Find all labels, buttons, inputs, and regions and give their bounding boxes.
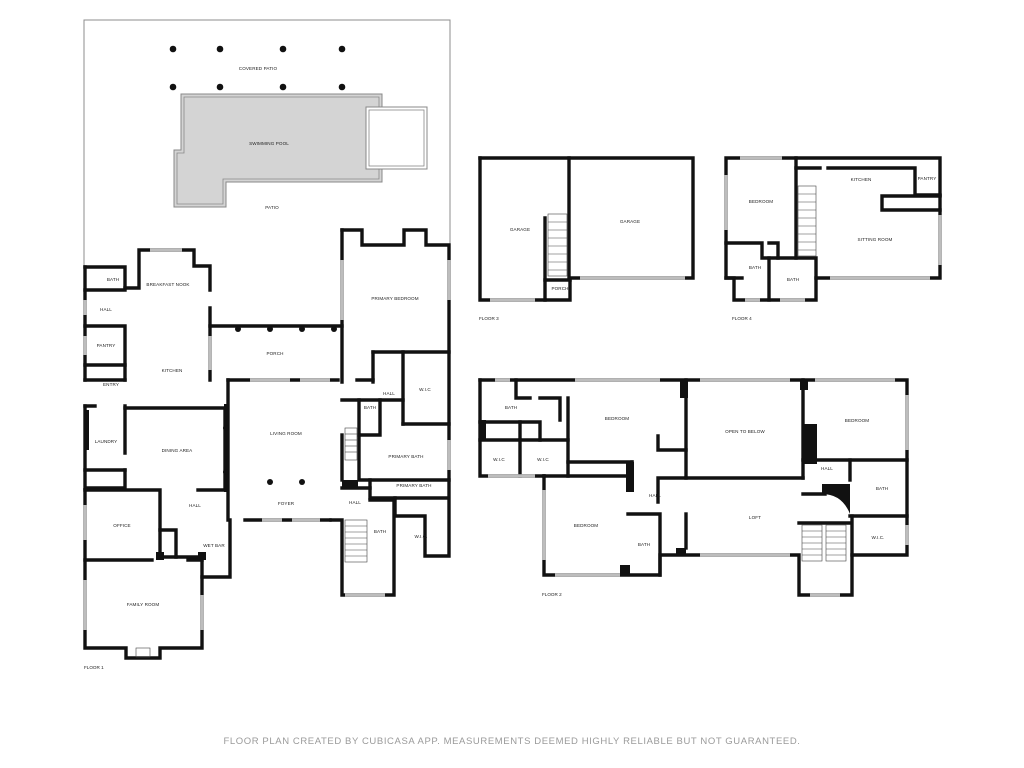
label-entry: ENTRY	[103, 382, 119, 387]
floor-4-label: FLOOR 4	[732, 316, 752, 321]
label-bath-f1: BATH	[107, 277, 119, 282]
label-swimming-pool: SWIMMING POOL	[249, 141, 289, 146]
label-hall-pantry: HALL	[100, 307, 112, 312]
label-patio: PATIO	[265, 205, 279, 210]
patio-outline	[83, 19, 451, 266]
label-bath-stair: BATH	[374, 529, 386, 534]
label-porch-f3: PORCH	[551, 286, 568, 291]
label-bath-bottom-f2: BATH	[638, 542, 650, 547]
label-breakfast-nook: BREAKFAST NOOK	[146, 282, 190, 287]
label-wic-left-f2: W.I.C	[493, 457, 505, 462]
label-hall-primary: HALL	[383, 391, 395, 396]
label-pantry: PANTRY	[97, 343, 116, 348]
floor-1-label: FLOOR 1	[84, 665, 104, 670]
label-bath-left-f4: BATH	[749, 265, 761, 270]
floor-1-windows	[83, 248, 451, 630]
label-pantry-f4: PANTRY	[918, 176, 937, 181]
label-wic-right-f2: W.I.C.	[871, 535, 884, 540]
label-hall-stair: HALL	[349, 500, 361, 505]
label-porch-f1: PORCH	[266, 351, 283, 356]
floor-2-label: FLOOR 2	[542, 592, 562, 597]
label-bedroom-right: BEDROOM	[845, 418, 870, 423]
label-bath-left-f2: BATH	[505, 405, 517, 410]
label-wic-mid-f2: W.I.C	[537, 457, 549, 462]
floor-2-plan: BATH BEDROOM OPEN TO BELOW BEDROOM W.I.C…	[478, 378, 909, 597]
label-foyer: FOYER	[278, 501, 295, 506]
floor-1-walls	[83, 228, 451, 660]
label-office: OFFICE	[113, 523, 130, 528]
label-garage-right: GARAGE	[620, 219, 640, 224]
floor-3-plan: GARAGE GARAGE PORCH FLOOR 3	[478, 156, 695, 321]
label-family-room: FAMILY ROOM	[127, 602, 160, 607]
label-living-room: LIVING ROOM	[270, 431, 302, 436]
label-hall-office: HALL	[189, 503, 201, 508]
label-hall-mid-f2: HALL	[649, 493, 661, 498]
label-laundry: LAUNDRY	[95, 439, 118, 444]
floor-3-label: FLOOR 3	[479, 316, 499, 321]
patio-columns	[169, 45, 346, 91]
floor-1-stairs	[135, 427, 368, 658]
label-primary-bedroom: PRIMARY BEDROOM	[371, 296, 418, 301]
floor-1-plan: COVERED PATIO SWIMMING POOL PATIO BATH B…	[83, 19, 451, 670]
label-bath-small: BATH	[364, 405, 376, 410]
floor-1-labels: COVERED PATIO SWIMMING POOL PATIO BATH B…	[84, 66, 431, 670]
label-covered-patio: COVERED PATIO	[239, 66, 278, 71]
label-bath-right-f2: BATH	[876, 486, 888, 491]
label-dining-area: DINING AREA	[162, 448, 194, 453]
spa	[365, 106, 428, 170]
label-open-to-below: OPEN TO BELOW	[725, 429, 765, 434]
label-primary-bath-1: PRIMARY BATH	[388, 454, 423, 459]
label-bedroom-top: BEDROOM	[605, 416, 630, 421]
label-bath-right-f4: BATH	[787, 277, 799, 282]
label-loft: LOFT	[749, 515, 761, 520]
label-primary-bath-2: PRIMARY BATH	[396, 483, 431, 488]
label-kitchen-f1: KITCHEN	[162, 368, 183, 373]
interior-columns	[223, 326, 337, 485]
label-sitting-room: SITTING ROOM	[858, 237, 893, 242]
label-garage-left: GARAGE	[510, 227, 530, 232]
swimming-pool	[173, 93, 383, 208]
label-hall-right-f2: HALL	[821, 466, 833, 471]
floor-4-plan: BEDROOM KITCHEN PANTRY SITTING ROOM BATH…	[724, 156, 942, 321]
label-bedroom-f4: BEDROOM	[749, 199, 774, 204]
floor-1-solid-blocks	[84, 404, 358, 560]
disclaimer-text: FLOOR PLAN CREATED BY CUBICASA APP. MEAS…	[223, 736, 801, 747]
label-bedroom-bottom: BEDROOM	[574, 523, 599, 528]
label-wic-lower: W.I.C.	[414, 534, 427, 539]
label-kitchen-f4: KITCHEN	[851, 177, 872, 182]
label-wic-primary: W.I.C	[419, 387, 431, 392]
label-wet-bar: WET BAR	[203, 543, 225, 548]
